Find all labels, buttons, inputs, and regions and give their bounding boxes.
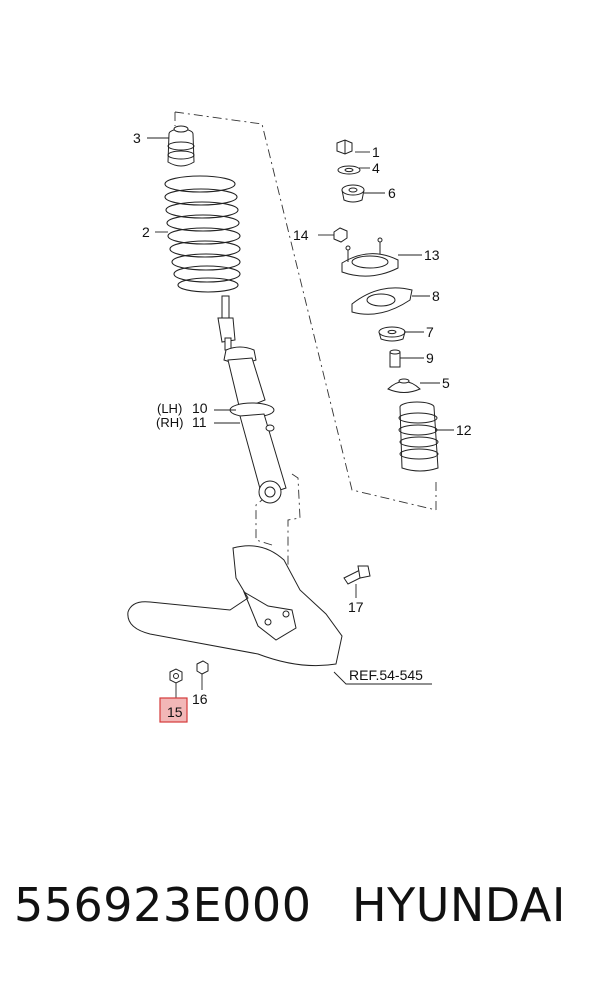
callout-8: 8: [432, 288, 440, 304]
leader-lines: [147, 137, 454, 700]
reference-label: REF.54-545: [349, 667, 423, 683]
callout-13: 13: [424, 247, 440, 263]
part-15-nut: [169, 668, 183, 684]
callout-rh: (RH): [156, 415, 183, 430]
part-16-washer: [196, 660, 209, 675]
callout-3: 3: [133, 130, 141, 146]
highlight-box-15: [159, 697, 188, 723]
part-14-nut: [333, 227, 348, 243]
callout-lh: (LH): [157, 401, 182, 416]
part-9-spacer: [389, 349, 401, 368]
callout-17: 17: [348, 599, 364, 615]
part-number: 556923E000: [14, 878, 312, 932]
part-1-nut: [336, 139, 353, 155]
callout-4: 4: [372, 160, 380, 176]
callout-7: 7: [426, 324, 434, 340]
part-3-bump-stopper: [167, 125, 195, 167]
part-2-coil-spring: [164, 175, 241, 293]
callout-9: 9: [426, 350, 434, 366]
part-6-bushing: [341, 184, 365, 203]
brand-name: HYUNDAI: [352, 878, 566, 932]
part-10-11-shock-absorber: [217, 295, 287, 504]
footer: 556923E000 HYUNDAI: [0, 868, 600, 948]
part-12-dust-boot: [398, 401, 439, 472]
callout-10: 10: [192, 400, 208, 416]
callout-14: 14: [293, 227, 309, 243]
part-4-washer: [337, 165, 361, 175]
part-5-dust-cover-cap: [387, 378, 421, 393]
callout-6: 6: [388, 185, 396, 201]
part-17-bolt: [343, 565, 371, 585]
callout-1: 1: [372, 144, 380, 160]
assembly-dashed-frame: [174, 111, 437, 662]
callout-2: 2: [142, 224, 150, 240]
callout-11: 11: [192, 414, 207, 430]
part-13-strut-mount: [341, 237, 399, 277]
callout-5: 5: [442, 375, 450, 391]
callout-12: 12: [456, 422, 472, 438]
part-7-insulator: [378, 326, 406, 342]
part-8-spring-seat: [351, 287, 413, 315]
callout-16: 16: [192, 691, 208, 707]
lower-control-arm: [127, 545, 343, 667]
callout-15: 15: [167, 704, 183, 720]
